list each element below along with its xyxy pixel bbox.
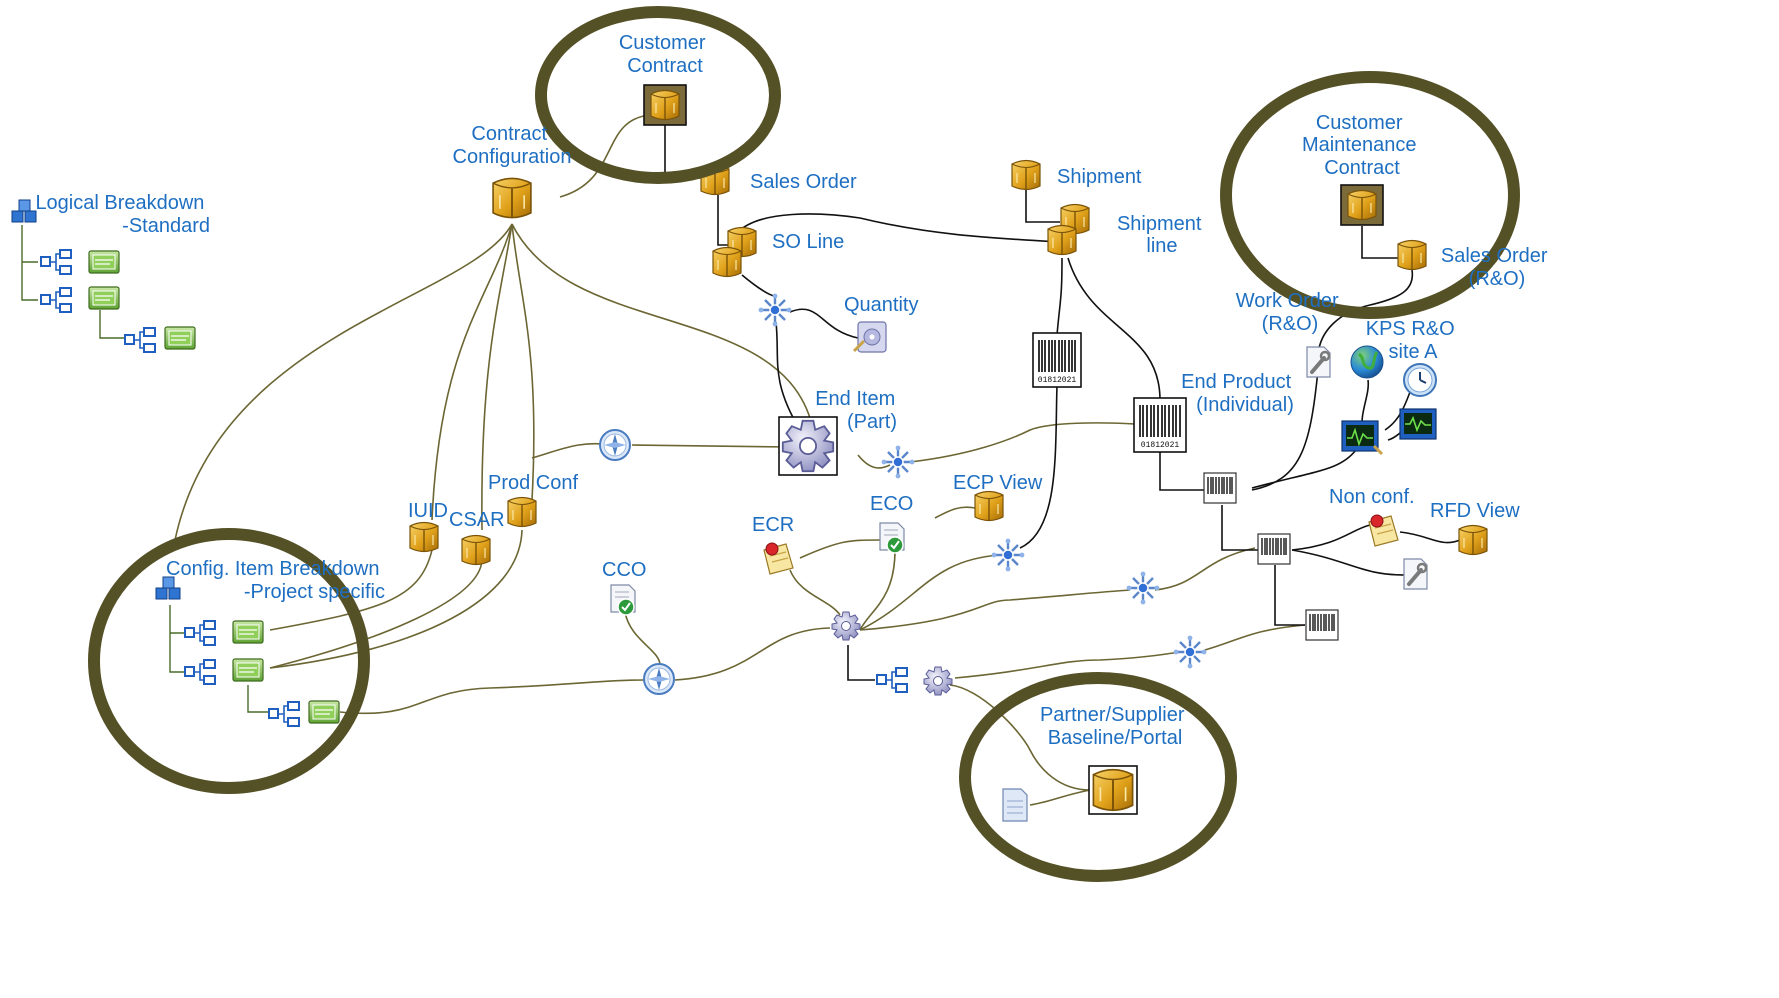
green-screen-icon[interactable] [232,620,264,644]
wrench-doc-icon[interactable] [1305,345,1332,379]
compass-icon[interactable] [643,663,675,695]
cco-approved-doc-icon[interactable] [610,584,636,616]
node-tree-icon[interactable] [876,667,908,693]
compass-icon[interactable] [599,429,631,461]
non-conf-label: Non conf. [1329,486,1415,508]
clock-icon[interactable] [1403,363,1437,397]
customer-maintenance-contract-label: Customer Maintenance Contract [1302,112,1422,179]
iuid-label: IUID [408,500,448,522]
config-breakdown-tree-lines [169,605,268,713]
wrench-doc-icon[interactable] [1402,557,1429,591]
contract-configuration-label: Contract Configuration [453,123,572,168]
config-breakdown-icon[interactable] [155,576,181,600]
barcode-icon[interactable]: 01812021 [1133,397,1187,453]
sales-order-label: Sales Order [750,171,857,193]
green-screen-icon[interactable] [88,250,120,274]
cco-label: CCO [602,559,646,581]
iuid-icon[interactable] [409,521,439,553]
logical-breakdown-icon[interactable] [11,199,37,223]
eco-label: ECO [870,493,913,515]
ecr-label: ECR [752,514,794,536]
barcode-small-icon[interactable] [1305,609,1339,641]
monitor-icon[interactable] [1341,420,1384,456]
monitor-icon[interactable] [1399,408,1437,440]
partner-supplier-label: Partner/Supplier Baseline/Portal [1040,704,1190,749]
contract-configuration-icon[interactable] [492,177,532,220]
end-item-label: End Item (Part) [815,388,901,433]
logical-breakdown-label: Logical Breakdown -Standard [35,192,210,237]
diagram-labels: Customer Contract Contract Configuration… [35,32,1553,749]
highlight-rings [88,6,1520,882]
gear-icon[interactable] [831,611,861,641]
document-icon[interactable] [1002,788,1028,822]
rfd-view-label: RFD View [1430,500,1520,522]
ecr-flag-note-icon[interactable] [763,542,794,575]
sales-order-ro-icon[interactable] [1397,239,1427,271]
star-link-icon[interactable] [1172,634,1208,670]
node-tree-icon[interactable] [124,327,156,353]
prod-conf-icon[interactable] [507,496,537,528]
star-link-icon[interactable] [990,537,1026,573]
quantity-label: Quantity [844,294,918,316]
node-tree-icon[interactable] [40,249,72,275]
gear-icon[interactable] [923,666,953,696]
non-conf-flag-note-icon[interactable] [1368,514,1399,547]
kps-ro-site-label: KPS R&O site A [1366,318,1460,363]
shipment-line-label: Shipment line [1117,213,1207,257]
star-link-icon[interactable] [757,292,793,328]
config-item-breakdown-label: Config. Item Breakdown -Project specific [166,558,385,603]
eco-approved-doc-icon[interactable] [879,522,905,554]
node-tree-icon[interactable] [184,620,216,646]
green-screen-icon[interactable] [164,326,196,350]
rfd-view-icon[interactable] [1458,524,1488,556]
customer-maintenance-contract-icon[interactable] [1340,184,1384,226]
sales-order-ro-label: Sales Order (R&O) [1441,245,1553,290]
green-screen-icon[interactable] [88,286,120,310]
node-tree-icon[interactable] [40,287,72,313]
barcode-small-icon[interactable] [1203,472,1237,504]
black-connectors [664,125,1461,681]
shipment-line-icon[interactable] [1047,203,1090,256]
end-product-label: End Product (Individual) [1181,371,1297,416]
globe-icon[interactable] [1350,345,1384,379]
olive-connectors [174,114,1306,806]
csar-icon[interactable] [461,534,491,566]
csar-label: CSAR [449,509,505,531]
barcode-number: 01812021 [1038,376,1077,385]
quantity-disk-icon[interactable] [852,321,887,353]
green-screen-icon[interactable] [308,700,340,724]
end-item-gear-icon[interactable] [778,416,838,476]
logical-breakdown-tree-lines [21,225,124,339]
work-order-ro-label: Work Order (R&O) [1236,290,1345,335]
ecp-view-label: ECP View [953,472,1043,494]
node-tree-icon[interactable] [268,701,300,727]
star-link-icon[interactable] [880,444,916,480]
so-line-icon[interactable] [712,226,757,278]
node-tree-icon[interactable] [184,659,216,685]
shipment-icon[interactable] [1011,159,1041,191]
prod-conf-label: Prod Conf [488,472,578,494]
barcode-icon[interactable]: 01812021 [1032,332,1082,388]
partner-supplier-icon[interactable] [1088,765,1138,815]
green-screen-icon[interactable] [232,658,264,682]
barcode-number: 01812021 [1141,441,1180,450]
barcode-small-icon[interactable] [1257,533,1291,565]
star-link-icon[interactable] [1125,570,1161,606]
shipment-label: Shipment [1057,166,1142,188]
so-line-label: SO Line [772,231,844,253]
customer-contract-label: Customer Contract [619,32,711,77]
customer-contract-icon[interactable] [643,84,687,126]
ecp-view-icon[interactable] [974,490,1004,522]
